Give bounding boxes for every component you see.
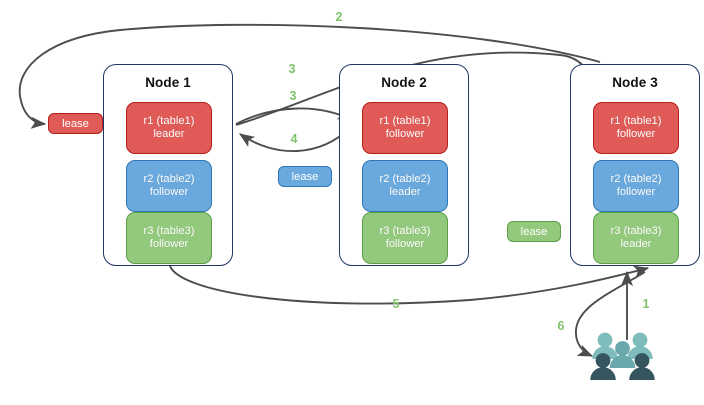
step-label-6: 6: [557, 319, 565, 333]
lease-badge-r2[interactable]: lease: [278, 166, 332, 187]
node-2-replica-r2-name: r2 (table2): [379, 172, 431, 185]
lease-badge-r3[interactable]: lease: [507, 221, 561, 242]
node-1-replica-r1-name: r1 (table1): [143, 114, 195, 127]
node-3-replica-r3-name: r3 (table3): [610, 224, 662, 237]
lease-badge-r1[interactable]: lease: [48, 113, 103, 134]
node-2-replica-r3-name: r3 (table3): [379, 224, 431, 237]
node-1-replica-r3-name: r3 (table3): [143, 224, 195, 237]
edge-5-node1-to-node3: [169, 265, 650, 305]
step-label-1: 1: [642, 297, 650, 311]
node-3-replica-r2-name: r2 (table2): [610, 172, 662, 185]
node-3-replica-r1-name: r1 (table1): [610, 114, 662, 127]
node-2-container[interactable]: Node 2 r1 (table1) follower r2 (table2) …: [339, 64, 469, 266]
node-3-replica-r2-role: follower: [616, 186, 656, 198]
step-label-3a: 3: [288, 62, 296, 76]
node-1-replica-r2[interactable]: r2 (table2) follower: [126, 160, 212, 212]
step-label-5: 5: [392, 297, 400, 311]
node-1-title: Node 1: [145, 75, 191, 90]
node-3-title: Node 3: [612, 75, 658, 90]
step-label-2: 2: [335, 10, 343, 24]
node-3-replica-r3[interactable]: r3 (table3) leader: [593, 212, 679, 264]
node-1-replica-r3[interactable]: r3 (table3) follower: [126, 212, 212, 264]
node-1-replica-r1-role: leader: [153, 128, 185, 140]
node-1-replica-r2-role: follower: [149, 186, 189, 198]
node-2-replica-r1[interactable]: r1 (table1) follower: [362, 102, 448, 154]
node-1-replica-r2-name: r2 (table2): [143, 172, 195, 185]
users-icon: [590, 332, 655, 380]
node-3-replica-r1[interactable]: r1 (table1) follower: [593, 102, 679, 154]
node-1-replica-r3-role: follower: [149, 238, 189, 250]
node-2-replica-r3[interactable]: r3 (table3) follower: [362, 212, 448, 264]
edge-3-node1-to-node2: [235, 107, 354, 125]
node-2-replica-r2-role: leader: [389, 186, 421, 198]
node-3-replica-r3-role: leader: [620, 238, 652, 250]
node-3-container[interactable]: Node 3 r1 (table1) follower r2 (table2) …: [570, 64, 700, 266]
step-label-3b: 3: [289, 89, 297, 103]
node-2-title: Node 2: [381, 75, 427, 90]
node-2-replica-r2[interactable]: r2 (table2) leader: [362, 160, 448, 212]
node-3-replica-r2[interactable]: r2 (table2) follower: [593, 160, 679, 212]
node-3-replica-r1-role: follower: [616, 128, 656, 140]
node-1-replica-r1[interactable]: r1 (table1) leader: [126, 102, 212, 154]
step-label-4: 4: [290, 132, 298, 146]
node-2-replica-r1-role: follower: [385, 128, 425, 140]
node-2-replica-r1-name: r1 (table1): [379, 114, 431, 127]
node-1-container[interactable]: Node 1 r1 (table1) leader r2 (table2) fo…: [103, 64, 233, 266]
node-2-replica-r3-role: follower: [385, 238, 425, 250]
